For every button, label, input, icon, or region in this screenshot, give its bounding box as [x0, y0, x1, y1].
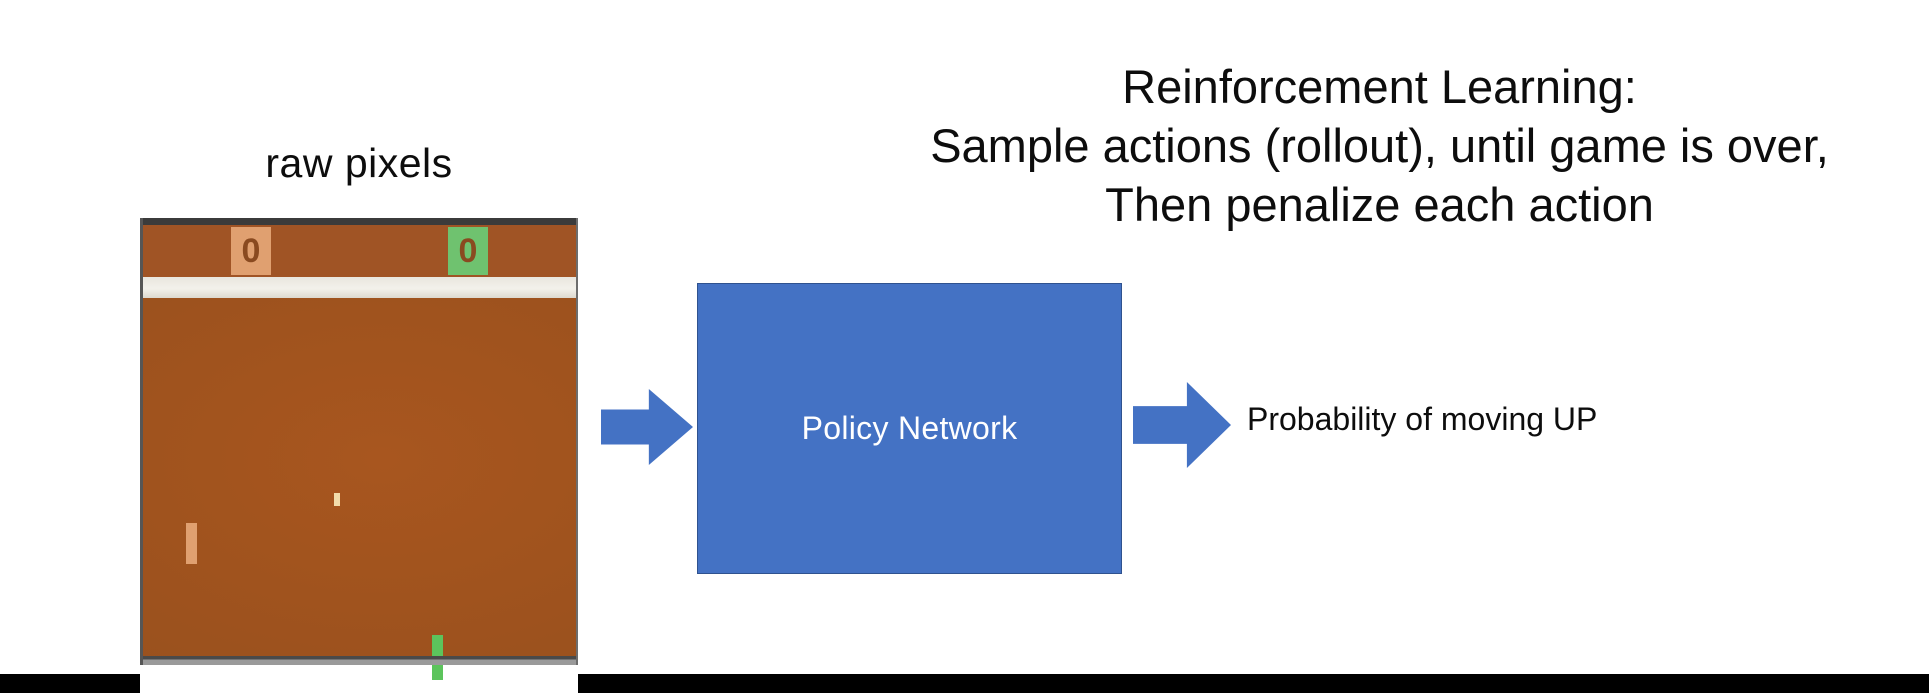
pong-score-left: 0 — [231, 227, 271, 275]
raw-pixels-caption: raw pixels — [265, 140, 453, 186]
policy-network-box: Policy Network — [697, 283, 1122, 574]
pong-divider-line — [143, 277, 576, 298]
heading-line-1: Reinforcement Learning: — [1122, 60, 1637, 113]
pong-left-paddle — [186, 523, 197, 564]
policy-network-label: Policy Network — [801, 410, 1018, 446]
pong-score-band — [143, 225, 576, 277]
output-arrow-icon — [1133, 382, 1231, 468]
heading-line-3: Then penalize each action — [1105, 177, 1654, 231]
bottom-bar-left — [0, 674, 140, 693]
pong-ball — [334, 493, 340, 506]
pong-game-screenshot: 0 0 — [140, 218, 578, 680]
bottom-bar-right — [578, 674, 1929, 693]
pong-score-right: 0 — [448, 227, 488, 275]
heading-block: Reinforcement Learning: Sample actions (… — [830, 58, 1929, 234]
pong-bottom-frame — [143, 656, 576, 665]
pong-play-field — [143, 298, 576, 680]
pong-top-frame — [143, 218, 576, 225]
input-arrow-icon — [601, 389, 693, 465]
heading-line-2: Sample actions (rollout), until game is … — [930, 118, 1829, 172]
output-label: Probability of moving UP — [1247, 401, 1598, 437]
